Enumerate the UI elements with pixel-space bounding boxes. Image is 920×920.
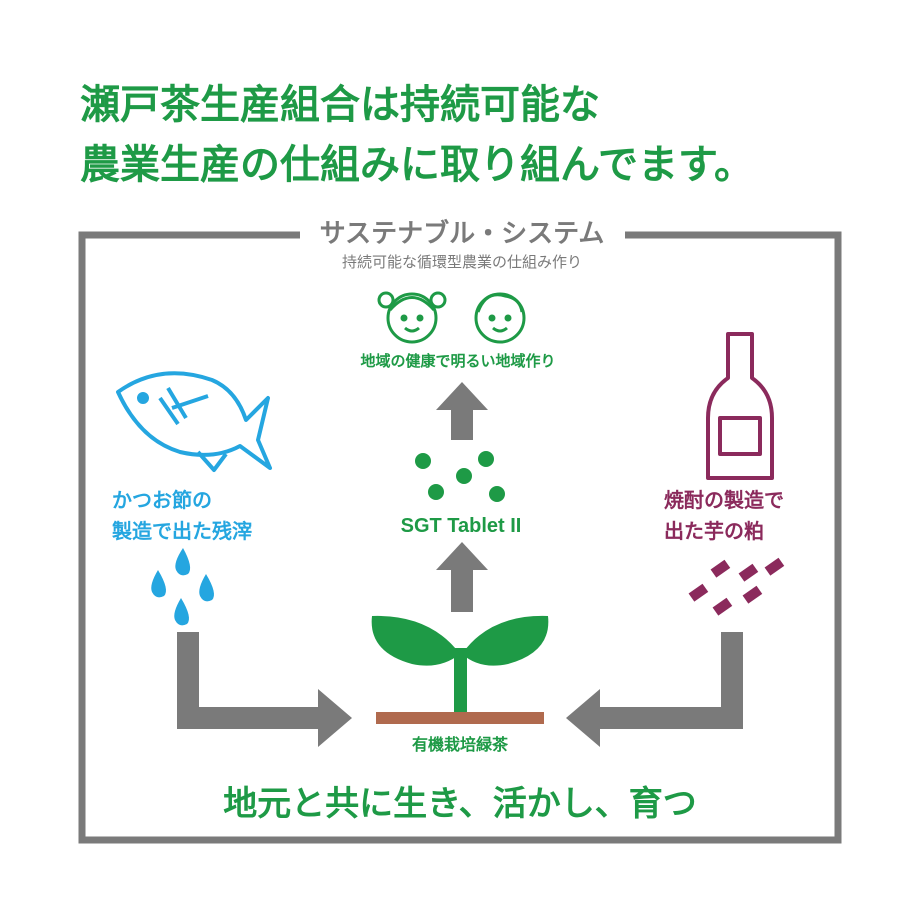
right-source-line-2: 出た芋の粕	[664, 519, 764, 543]
bottle-icon	[706, 332, 774, 480]
headline-line-1: 瀬戸茶生産組合は持続可能な	[80, 82, 600, 128]
grains-icon	[688, 557, 785, 616]
frame-title: サステナブル・システム	[320, 218, 605, 249]
children-icon	[377, 291, 526, 344]
tablet-label: SGT Tablet II	[401, 515, 522, 537]
system-frame	[78, 231, 842, 844]
arrow-right-icon	[177, 632, 352, 747]
tea-label: 有機栽培緑茶	[412, 735, 509, 754]
arrow-up-icon	[436, 542, 488, 612]
headline-line-2: 農業生産の仕組みに取り組んでます。	[80, 142, 754, 188]
arrow-left-icon	[566, 632, 743, 747]
frame-subtitle: 持続可能な循環型農業の仕組み作り	[342, 253, 582, 271]
right-source-line-1: 焼酎の製造で	[664, 488, 784, 512]
tablet-dots	[415, 451, 505, 502]
soil-bar	[376, 712, 544, 724]
fish-icon	[116, 371, 272, 472]
arrow-up-icon	[436, 382, 488, 440]
slogan: 地元と共に生き、活かし、育つ	[223, 784, 697, 824]
water-drops-icon	[151, 548, 214, 626]
sprout-icon	[371, 615, 549, 714]
left-source-line-1: かつお節の	[112, 488, 212, 512]
community-label: 地域の健康で明るい地域作り	[360, 352, 555, 370]
left-source-line-2: 製造で出た残滓	[112, 519, 252, 543]
